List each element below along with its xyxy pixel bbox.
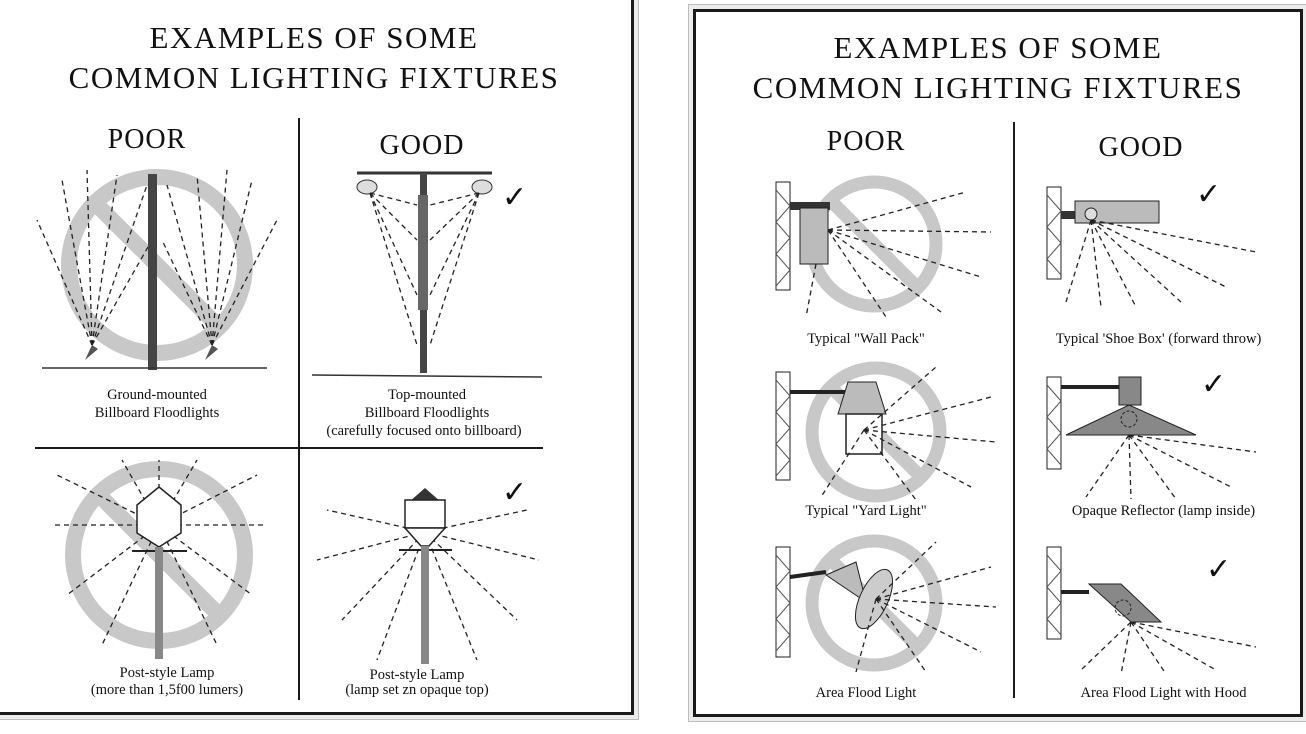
shoe-box-caption: Typical 'Shoe Box' (forward throw) xyxy=(1055,331,1262,347)
check-mark-icon: ✓ xyxy=(1196,177,1222,212)
area-flood-light-diagram xyxy=(775,534,997,673)
left-panel: EXAMPLES OF SOME COMMON LIGHTING FIXTURE… xyxy=(0,0,634,715)
left-poor-heading: POOR xyxy=(107,124,187,155)
post-lamp-good-diagram xyxy=(316,488,540,664)
area-flood-hood-diagram xyxy=(1046,546,1257,675)
area-flood-hood-caption: Area Flood Light with Hood xyxy=(1080,685,1247,701)
right-good-heading: GOOD xyxy=(1098,132,1184,163)
ground-billboard-caption-1: Ground-mounted xyxy=(107,387,207,403)
post-lamp-poor-caption-1: Post-style Lamp xyxy=(119,665,215,681)
left-title-line2: COMMON LIGHTING FIXTURES xyxy=(68,60,560,95)
right-poor-heading: POOR xyxy=(826,126,906,157)
post-lamp-good-caption-1: Post-style Lamp xyxy=(369,667,465,683)
wall-pack-caption: Typical "Wall Pack" xyxy=(807,331,925,347)
left-horizontal-divider xyxy=(35,447,543,449)
post-lamp-poor-diagram xyxy=(52,459,267,659)
right-panel: EXAMPLES OF SOME COMMON LIGHTING FIXTURE… xyxy=(693,9,1303,717)
top-billboard-caption-2: Billboard Floodlights xyxy=(364,405,490,421)
right-title-line1: EXAMPLES OF SOME xyxy=(833,30,1163,65)
check-mark-icon: ✓ xyxy=(502,475,528,510)
opaque-reflector-diagram xyxy=(1046,376,1257,500)
check-mark-icon: ✓ xyxy=(1206,552,1232,587)
left-good-heading: GOOD xyxy=(379,130,465,161)
area-flood-caption: Area Flood Light xyxy=(815,685,917,701)
post-lamp-good-caption-2: (lamp set zn opaque top) xyxy=(345,682,489,698)
post-lamp-poor-caption-2: (more than 1,5f00 lumers) xyxy=(90,682,244,698)
check-mark-icon: ✓ xyxy=(1201,367,1227,402)
top-billboard-floodlights-diagram xyxy=(311,171,543,378)
top-billboard-caption-1: Top-mounted xyxy=(388,387,466,403)
top-billboard-caption-3: (carefully focused onto billboard) xyxy=(326,423,522,439)
opaque-reflector-caption: Opaque Reflector (lamp inside) xyxy=(1071,503,1256,519)
right-vertical-divider xyxy=(1013,122,1015,698)
ground-billboard-floodlights-diagram xyxy=(36,169,278,370)
check-mark-icon: ✓ xyxy=(502,180,528,215)
ground-billboard-caption-2: Billboard Floodlights xyxy=(94,405,220,421)
right-title-line2: COMMON LIGHTING FIXTURES xyxy=(752,70,1244,105)
shoe-box-diagram xyxy=(1046,186,1257,308)
left-vertical-divider xyxy=(298,118,300,700)
left-title-line1: EXAMPLES OF SOME xyxy=(149,20,479,55)
yard-light-diagram xyxy=(775,361,997,503)
wall-pack-diagram xyxy=(775,175,992,318)
yard-light-caption: Typical "Yard Light" xyxy=(805,503,927,519)
